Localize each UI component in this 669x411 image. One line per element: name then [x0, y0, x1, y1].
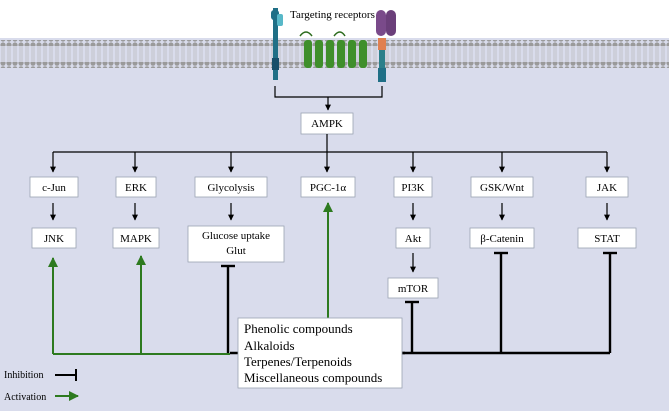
cjun-label: c-Jun	[42, 182, 66, 194]
legend: Inhibition Activation	[4, 369, 79, 403]
glucose-label-line1: Glucose uptake	[202, 230, 270, 242]
receptor-right	[376, 10, 396, 82]
gsk-box	[470, 176, 534, 198]
downstream-arrows	[50, 152, 610, 173]
jak-box	[585, 176, 629, 198]
pgc-box	[300, 176, 356, 198]
compound-phenolic: Phenolic compounds	[244, 321, 353, 336]
akt-box	[395, 227, 431, 249]
akt-label: Akt	[405, 233, 422, 245]
glycolysis-box	[194, 176, 268, 198]
receptor-label: Targeting receptors	[290, 9, 375, 21]
mtor-box	[387, 277, 439, 299]
cjun-box	[29, 176, 79, 198]
glucose-box	[187, 225, 285, 263]
mapk-box	[112, 227, 160, 249]
activation-paths	[48, 202, 333, 355]
compound-misc: Miscellaneous compounds	[244, 370, 382, 385]
pi3k-box	[393, 176, 433, 198]
glycolysis-label: Glycolysis	[207, 182, 254, 194]
pi3k-label: PI3K	[401, 182, 424, 194]
glucose-label-line2: Glut	[226, 245, 246, 257]
erk-label: ERK	[125, 182, 147, 194]
compounds-box	[237, 317, 403, 389]
jnk-box	[31, 227, 77, 249]
stat-label: STAT	[594, 233, 620, 245]
cell-membrane	[0, 40, 669, 68]
compound-terpenes: Terpenes/Terpenoids	[244, 354, 352, 369]
legend-inhibition-label: Inhibition	[4, 370, 43, 381]
pgc-label: PGC-1α	[310, 182, 347, 194]
jak-label: JAK	[597, 182, 617, 194]
stat-box	[577, 227, 637, 249]
erk-box	[115, 176, 157, 198]
jnk-label: JNK	[44, 233, 64, 245]
gsk-label: GSK/Wnt	[480, 182, 524, 194]
receptor-left	[271, 8, 283, 80]
receptor-gpcr	[299, 31, 367, 68]
mtor-label: mTOR	[398, 283, 429, 295]
second-tier-arrows	[50, 203, 610, 221]
catenin-box	[469, 227, 535, 249]
catenin-label: β-Catenin	[480, 233, 524, 245]
ampk-label: AMPK	[311, 118, 343, 130]
compound-alkaloids: Alkaloids	[244, 338, 295, 353]
mapk-label: MAPK	[120, 233, 152, 245]
legend-activation-label: Activation	[4, 392, 46, 403]
